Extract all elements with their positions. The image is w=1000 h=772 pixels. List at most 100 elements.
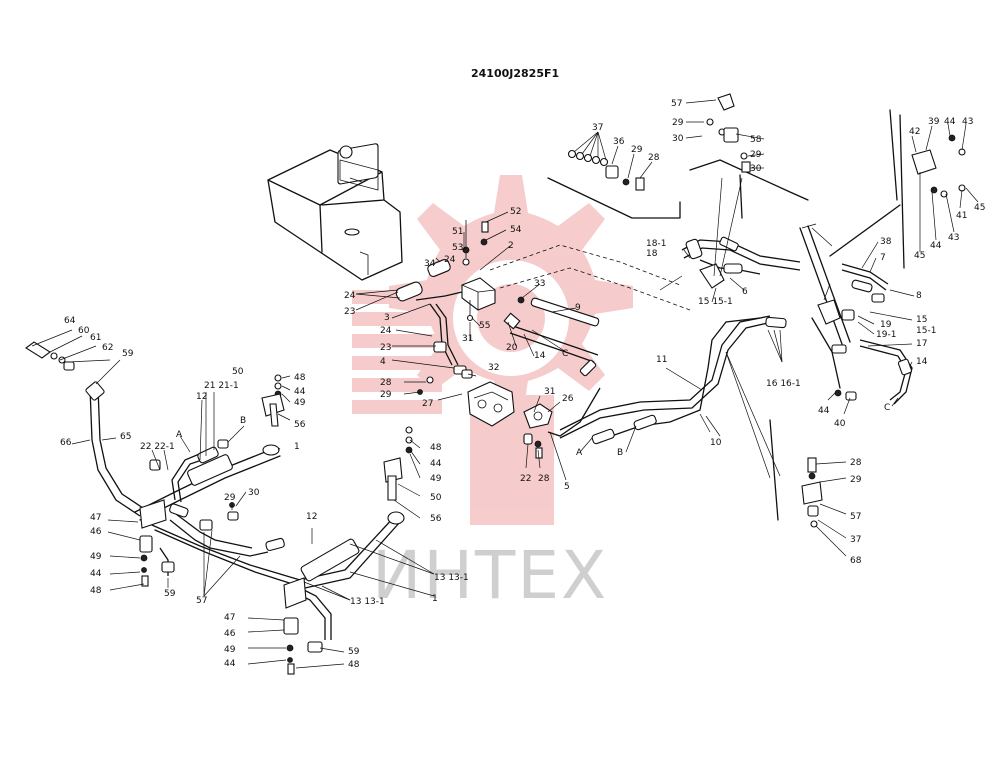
part-label: 50 (430, 493, 442, 503)
part-label: 34 (424, 259, 436, 269)
part-label: 46 (224, 629, 236, 639)
part-label: 24 (380, 326, 392, 336)
part-label: 22 (520, 474, 531, 484)
part-label: 66 (60, 438, 72, 448)
part-label: 22 22-1 (140, 442, 175, 452)
part-label: 39 (928, 117, 940, 127)
part-label: 55 (479, 321, 490, 331)
part-label: 24 (444, 255, 456, 265)
part-label: 24 (344, 291, 356, 301)
part-label: 59 (164, 589, 176, 599)
part-label: 19 (880, 320, 892, 330)
part-label: 51 (452, 227, 463, 237)
part-label: 14 (916, 357, 928, 367)
part-label: B (617, 448, 623, 458)
part-label: 21 21-1 (204, 381, 239, 391)
part-label: C (562, 349, 568, 359)
part-label: 57 (850, 512, 861, 522)
part-label: 52 (510, 207, 521, 217)
part-label: 31 (462, 334, 473, 344)
part-label: 56 (430, 514, 442, 524)
part-label: 54 (510, 225, 522, 235)
long-hoses (547, 315, 787, 445)
part-label: 32 (488, 363, 499, 373)
part-label: 29 (380, 390, 392, 400)
part-label: 28 (538, 474, 550, 484)
part-label: 46 (90, 527, 102, 537)
part-label: 10 (710, 438, 722, 448)
part-label: 48 (294, 373, 306, 383)
part-label: 47 (224, 613, 235, 623)
part-label: 57 (196, 596, 207, 606)
part-label: 9 (575, 303, 581, 313)
part-label: B (240, 416, 246, 426)
part-label: 12 (196, 392, 207, 402)
part-label: 58 (750, 135, 762, 145)
part-label: 62 (102, 343, 113, 353)
bracket-56-upper (261, 374, 285, 427)
part-label: 23 (344, 307, 355, 317)
part-label: 29 (224, 493, 236, 503)
part-label: 17 (916, 339, 927, 349)
part-label: 28 (648, 153, 660, 163)
part-label: 48 (90, 586, 102, 596)
part-label: 29 (850, 475, 862, 485)
part-label: 30 (248, 488, 260, 498)
watermark-text: ИНТЕХ (372, 537, 608, 614)
part-label: 49 (294, 398, 306, 408)
part-label: 33 (534, 279, 545, 289)
part-label: 15 (916, 315, 927, 325)
bracket-56-lower (383, 426, 413, 501)
part-label: 40 (834, 419, 846, 429)
part-label: 48 (430, 443, 442, 453)
part-label: 45 (974, 203, 985, 213)
part-label: 53 (452, 243, 463, 253)
part-label: 45 (914, 251, 925, 261)
part-label: 43 (948, 233, 959, 243)
part-label: 59 (122, 349, 134, 359)
frame-outline-dashed (489, 244, 681, 286)
upper-right-frame (547, 109, 966, 405)
part-label: 49 (90, 552, 102, 562)
part-label: 47 (90, 513, 101, 523)
part-label: 37 (850, 535, 861, 545)
part-label: 37 (592, 123, 603, 133)
part-label: 42 (909, 127, 920, 137)
part-label: 68 (850, 556, 862, 566)
pump-assembly (417, 369, 553, 429)
part-label: 43 (962, 117, 973, 127)
part-label: 61 (90, 333, 101, 343)
part-label: 6 (742, 287, 748, 297)
part-label: 7 (880, 253, 886, 263)
part-label: 14 (534, 351, 546, 361)
part-label: 57 (671, 99, 682, 109)
part-label: 20 (506, 343, 518, 353)
left-cylinder-assembly (134, 439, 405, 675)
part-label: 50 (232, 367, 244, 377)
hydraulic-tank (267, 143, 403, 281)
part-label: 30 (750, 164, 762, 174)
frame-outline-dashed-2 (499, 267, 691, 311)
part-label: 15 15-1 (698, 297, 733, 307)
part-label: 3 (384, 313, 390, 323)
part-label: 28 (380, 378, 392, 388)
part-label: 13 13-1 (434, 573, 469, 583)
part-label: 41 (956, 211, 967, 221)
part-label: 15-1 (916, 326, 936, 336)
part-label: 16 16-1 (766, 379, 801, 389)
part-label: 44 (224, 659, 236, 669)
part-label: 49 (224, 645, 236, 655)
part-label: 60 (78, 326, 90, 336)
part-label: 59 (348, 647, 360, 657)
part-label: 44 (944, 117, 956, 127)
left-hose-assembly (25, 341, 147, 517)
part-label: 44 (294, 387, 306, 397)
part-label: 5 (564, 482, 570, 492)
part-label: 13 13-1 (350, 597, 385, 607)
part-label: 18-1 (646, 239, 666, 249)
part-label: 44 (930, 241, 942, 251)
part-label: A (576, 448, 583, 458)
part-label: C (884, 403, 890, 413)
